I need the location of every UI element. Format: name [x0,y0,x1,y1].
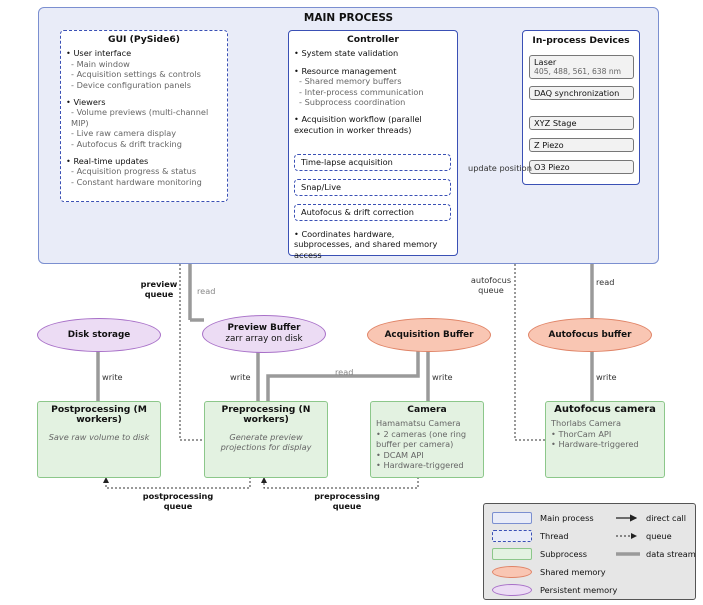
devices-title: In-process Devices [532,35,630,46]
device-z-piezo: Z Piezo [529,138,634,152]
label-read-acq: read [335,367,354,377]
disk-storage: Disk storage [37,318,161,352]
thread-autofocus: Autofocus & drift correction [294,204,451,221]
queue-postprocessing [103,477,251,489]
gui-section-ui: • User interface [66,48,132,59]
camera-title: Camera [407,404,447,415]
device-daq: DAQ synchronization [529,86,634,100]
thread-timelapse: Time-lapse acquisition [294,154,451,171]
preprocessing-title: Preprocessing (N workers) [221,404,311,426]
preview-buffer: Preview Buffer zarr array on disk [202,315,326,353]
legend-line-samples [616,514,640,556]
label-postprocessing-queue: postprocessing queue [142,491,214,511]
controller-title: Controller [347,34,399,45]
controller-box: Controller • System state validation • R… [288,30,458,260]
device-laser: Laser 405, 488, 561, 638 nm [529,55,634,79]
acquisition-buffer: Acquisition Buffer [367,318,491,352]
queue-preprocessing [261,477,419,489]
legend-swatch-thread [492,530,532,542]
device-o3-piezo: O3 Piezo [529,160,634,174]
preprocessing-box: Preprocessing (N workers) Generate previ… [204,401,328,478]
gui-section-updates: • Real-time updates [66,156,149,167]
gui-box: GUI (PySide6) • User interface - Main wi… [60,30,228,202]
autofocus-camera-box: Autofocus camera Thorlabs Camera • ThorC… [545,401,665,478]
label-preview-queue: preview queue [140,279,178,299]
postprocessing-box: Postprocessing (M workers) Save raw volu… [37,401,161,478]
legend-swatch-persistent [492,584,532,596]
label-write-af: write [596,372,617,382]
postprocessing-title: Postprocessing (M workers) [51,404,147,426]
label-write-acq: write [432,372,453,382]
autofocus-buffer: Autofocus buffer [528,318,652,352]
device-xyz-stage: XYZ Stage [529,116,634,130]
legend-swatch-shared [492,566,532,578]
label-autofocus-queue: autofocus queue [470,275,512,295]
legend-swatch-subprocess [492,548,532,560]
label-write-preview: write [230,372,251,382]
label-read-af: read [596,277,615,287]
label-preprocessing-queue: preprocessing queue [314,491,380,511]
gui-title: GUI (PySide6) [108,34,180,45]
legend-swatch-main [492,512,532,524]
autofocus-camera-title: Autofocus camera [554,404,656,415]
devices-box: In-process Devices Laser 405, 488, 561, … [522,30,640,185]
legend: Main process Thread Subprocess Shared me… [483,503,696,600]
stream-acq-to-pre [266,348,420,402]
label-update-position: update position [468,163,532,173]
camera-box: Camera Hamamatsu Camera • 2 cameras (one… [370,401,484,478]
main-process-title: MAIN PROCESS [303,12,394,24]
label-write-disk: write [102,372,123,382]
thread-snap-live: Snap/Live [294,179,451,196]
label-read-preview: read [197,286,216,296]
gui-section-viewers: • Viewers [66,97,106,108]
controller-coordinates: • Coordinates hardware, subprocesses, an… [294,229,438,260]
